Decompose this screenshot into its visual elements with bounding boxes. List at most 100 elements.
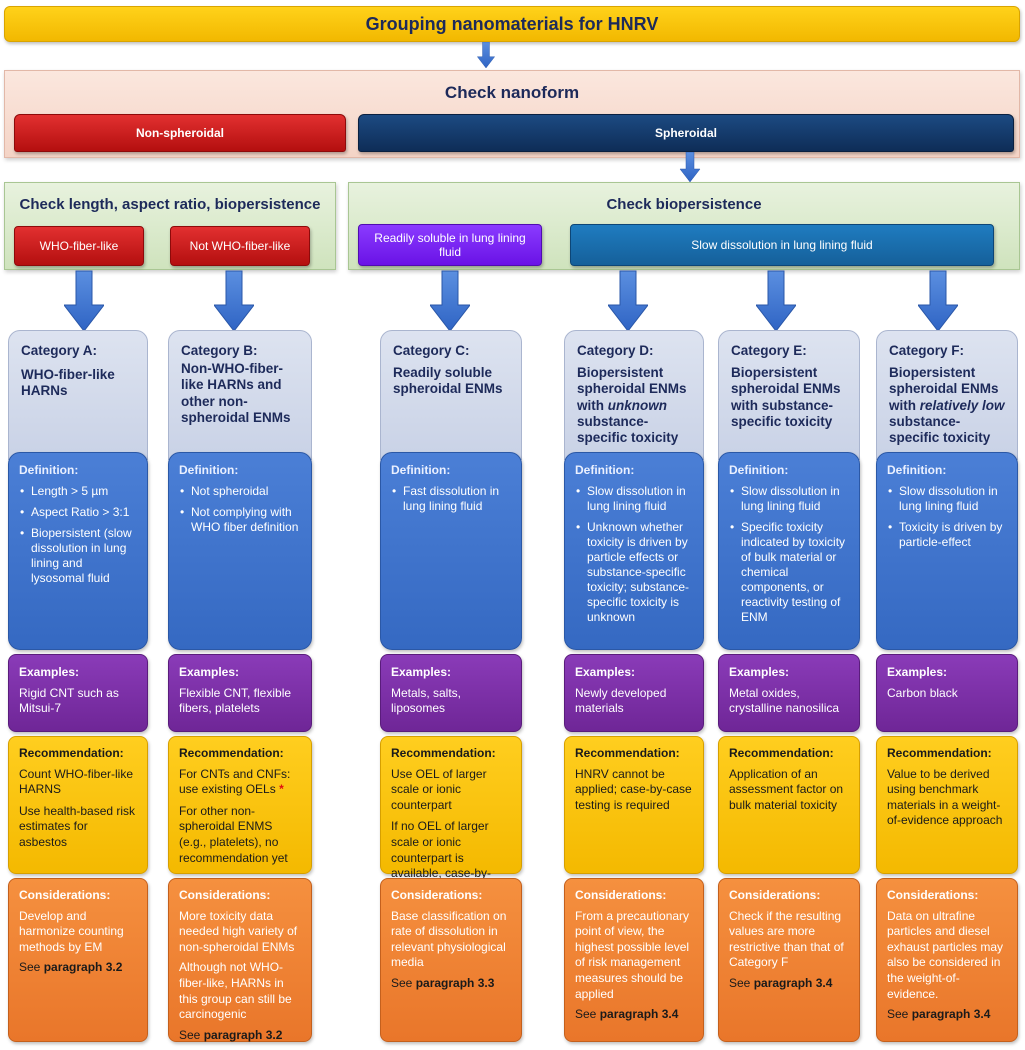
category-f-name: Biopersistent spheroidal ENMs with relat… (889, 365, 1005, 445)
category-d-label: Category D: (577, 343, 654, 358)
category-b-definition: Definition: Not spheroidal Not complying… (168, 452, 312, 650)
down-arrow-icon (474, 42, 498, 68)
category-e-label: Category E: (731, 343, 807, 358)
examples-text: Carbon black (887, 685, 958, 700)
considerations-text: Develop and harmonize counting methods b… (19, 908, 124, 954)
recommendation-text: For CNTs and CNFs: use existing OELs * (179, 766, 291, 797)
recommendation-heading: Recommendation: (179, 746, 284, 760)
not-who-fiber-like-box: Not WHO-fiber-like (170, 226, 310, 266)
definition-heading: Definition: (19, 463, 79, 477)
examples-text: Rigid CNT such as Mitsui-7 (19, 685, 119, 716)
recommendation-heading: Recommendation: (575, 746, 680, 760)
recommendation-heading: Recommendation: (19, 746, 124, 760)
readily-soluble-box: Readily soluble in lung lining fluid (358, 224, 542, 266)
diagram-title: Grouping nanomaterials for HNRV (4, 6, 1020, 42)
category-f-recommendation: Recommendation: Value to be derived usin… (876, 736, 1018, 874)
definition-heading: Definition: (887, 463, 947, 477)
paragraph-reference: See paragraph 3.4 (575, 1007, 679, 1022)
category-b-header: Category B: Non-WHO-fiber-like HARNs and… (168, 330, 312, 460)
category-b-recommendation: Recommendation: For CNTs and CNFs: use e… (168, 736, 312, 874)
category-a-definition: Definition: Length > 5 µm Aspect Ratio >… (8, 452, 148, 650)
category-e-recommendation: Recommendation: Application of an assess… (718, 736, 860, 874)
category-d-examples: Examples: Newly developed materials (564, 654, 704, 732)
category-d-recommendation: Recommendation: HNRV cannot be applied; … (564, 736, 704, 874)
considerations-heading: Considerations: (179, 888, 271, 902)
down-arrow-icon (675, 152, 705, 182)
category-f-examples: Examples: Carbon black (876, 654, 1018, 732)
category-f-header: Category F: Biopersistent spheroidal ENM… (876, 330, 1018, 460)
down-arrow-icon (918, 270, 958, 332)
category-c-label: Category C: (393, 343, 470, 358)
category-a-name: WHO-fiber-like HARNs (21, 367, 115, 399)
spheroidal-box: Spheroidal (358, 114, 1014, 152)
biopersistence-check-header: Check biopersistence (606, 195, 762, 213)
category-c-examples: Examples: Metals, salts, liposomes (380, 654, 522, 732)
examples-text: Metals, salts, liposomes (391, 685, 462, 716)
category-b-considerations: Considerations: More toxicity data neede… (168, 878, 312, 1042)
considerations-heading: Considerations: (19, 888, 111, 902)
definition-heading: Definition: (575, 463, 635, 477)
considerations-heading: Considerations: (575, 888, 667, 902)
category-e-definition: Definition: Slow dissolution in lung lin… (718, 452, 860, 650)
recommendation-text: Application of an assessment factor on b… (729, 766, 844, 812)
considerations-text: Base classification on rate of dissoluti… (391, 908, 507, 970)
footnote-asterisk: * (279, 782, 284, 797)
category-c-recommendation: Recommendation: Use OEL of larger scale … (380, 736, 522, 911)
slow-dissolution-box: Slow dissolution in lung lining fluid (570, 224, 994, 266)
recommendation-text: Value to be derived using benchmark mate… (887, 766, 1003, 828)
examples-heading: Examples: (729, 665, 790, 679)
category-f-considerations: Considerations: Data on ultrafine partic… (876, 878, 1018, 1042)
definition-item: Slow dissolution in lung lining fluid (730, 484, 851, 514)
examples-text: Metal oxides, crystalline nanosilica (729, 685, 840, 716)
recommendation-heading: Recommendation: (729, 746, 834, 760)
examples-heading: Examples: (391, 665, 452, 679)
category-d-header: Category D: Biopersistent spheroidal ENM… (564, 330, 704, 460)
examples-text: Flexible CNT, flexible fibers, platelets (179, 685, 292, 716)
category-f-label: Category F: (889, 343, 965, 358)
recommendation-text: HNRV cannot be applied; case-by-case tes… (575, 766, 692, 812)
category-a-header: Category A: WHO-fiber-like HARNs (8, 330, 148, 460)
examples-heading: Examples: (19, 665, 80, 679)
paragraph-reference: See paragraph 3.2 (179, 1027, 283, 1042)
category-d-definition: Definition: Slow dissolution in lung lin… (564, 452, 704, 650)
considerations-heading: Considerations: (391, 888, 483, 902)
category-f-definition: Definition: Slow dissolution in lung lin… (876, 452, 1018, 650)
examples-heading: Examples: (887, 665, 948, 679)
category-d-considerations: Considerations: From a precautionary poi… (564, 878, 704, 1042)
category-e-examples: Examples: Metal oxides, crystalline nano… (718, 654, 860, 732)
definition-heading: Definition: (179, 463, 239, 477)
considerations-text: From a precautionary point of view, the … (575, 908, 690, 1001)
category-e-name: Biopersistent spheroidal ENMs with subst… (731, 365, 841, 429)
definition-item: Fast dissolution in lung lining fluid (392, 484, 513, 514)
definition-heading: Definition: (729, 463, 789, 477)
recommendation-heading: Recommendation: (391, 746, 496, 760)
definition-item: Toxicity is driven by particle-effect (888, 520, 1009, 550)
non-spheroidal-box: Non-spheroidal (14, 114, 346, 152)
category-c-considerations: Considerations: Base classification on r… (380, 878, 522, 1042)
definition-item: Not complying with WHO fiber definition (180, 505, 303, 535)
definition-item: Not spheroidal (180, 484, 303, 499)
definition-item: Slow dissolution in lung lining fluid (888, 484, 1009, 514)
who-fiber-like-box: WHO-fiber-like (14, 226, 144, 266)
paragraph-reference: See paragraph 3.3 (391, 975, 495, 990)
examples-text: Newly developed materials (575, 685, 667, 716)
recommendation-text: Use health-based risk estimates for asbe… (19, 803, 136, 849)
category-b-label: Category B: (181, 343, 258, 358)
nanoform-header: Check nanoform (444, 83, 580, 102)
category-d-name: Biopersistent spheroidal ENMs with unkno… (577, 365, 687, 445)
definition-item: Specific toxicity indicated by toxicity … (730, 520, 851, 625)
down-arrow-icon (214, 270, 254, 332)
category-b-examples: Examples: Flexible CNT, flexible fibers,… (168, 654, 312, 732)
paragraph-reference: See paragraph 3.4 (729, 975, 833, 990)
category-a-label: Category A: (21, 343, 98, 358)
recommendation-text: For other non-spheroidal ENMS (e.g., pla… (179, 803, 288, 865)
category-a-recommendation: Recommendation: Count WHO-fiber-like HAR… (8, 736, 148, 874)
category-e-header: Category E: Biopersistent spheroidal ENM… (718, 330, 860, 460)
examples-heading: Examples: (179, 665, 240, 679)
definition-item: Unknown whether toxicity is driven by pa… (576, 520, 695, 625)
considerations-heading: Considerations: (729, 888, 821, 902)
paragraph-reference: See paragraph 3.4 (887, 1007, 991, 1022)
category-b-name: Non-WHO-fiber-like HARNs and other non-s… (181, 361, 291, 425)
considerations-text: More toxicity data needed high variety o… (179, 908, 298, 954)
down-arrow-icon (64, 270, 104, 332)
